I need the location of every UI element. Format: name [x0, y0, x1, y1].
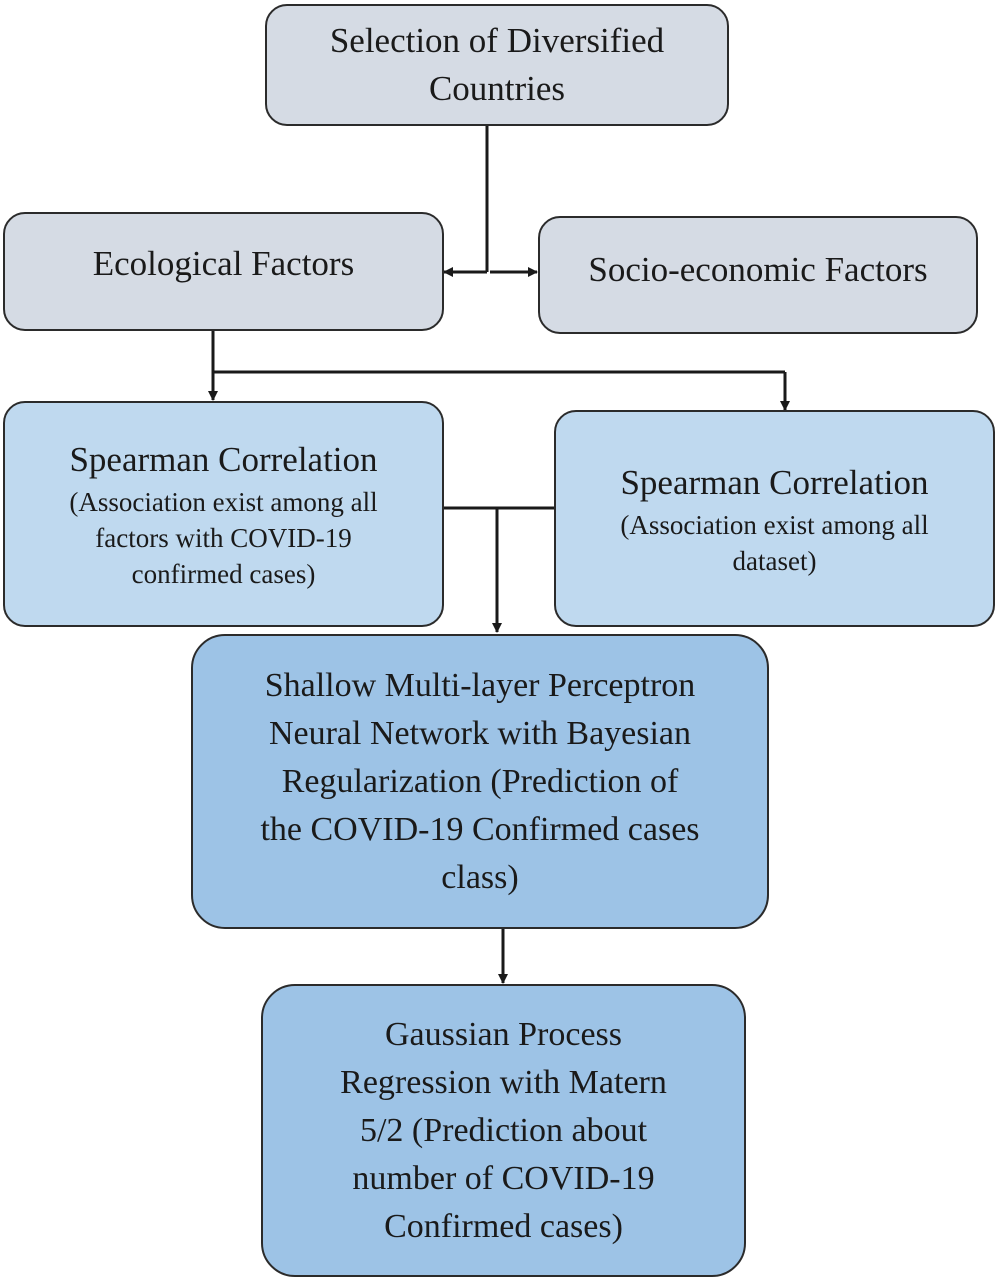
socioeconomic-factors-label: Socio-economic Factors [588, 250, 928, 289]
gpr-line-2: Regression with Matern [340, 1063, 667, 1101]
mlp-line-3: Regularization (Prediction of [281, 762, 679, 800]
mlp-line-1: Shallow Multi-layer Perceptron [264, 666, 696, 704]
ecological-factors-box: Ecological Factors [3, 212, 444, 331]
spearman-right-title: Spearman Correlation [620, 462, 929, 502]
spearman-left-line-2: factors with COVID-19 [95, 523, 352, 553]
spearman-left-title: Spearman Correlation [69, 440, 378, 479]
ecological-factors-label: Ecological Factors [92, 243, 355, 283]
gpr-line-4: number of COVID-19 [352, 1159, 655, 1197]
gpr-line-3: 5/2 (Prediction about [359, 1111, 648, 1149]
gpr-line-5: Confirmed cases) [384, 1207, 623, 1245]
selection-box: Selection of Diversified Countries [265, 4, 729, 126]
mlp-line-5: class) [441, 858, 519, 896]
spearman-left-line-3: confirmed cases) [131, 559, 316, 589]
gpr-box: Gaussian Process Regression with Matern … [261, 984, 746, 1277]
selection-line-1: Selection of Diversified [329, 21, 665, 60]
mlp-line-4: the COVID-19 Confirmed cases [260, 810, 700, 848]
spearman-left-line-1: (Association exist among all [69, 487, 378, 517]
spearman-right-line-1: (Association exist among all [620, 509, 929, 540]
spearman-right-box: Spearman Correlation (Association exist … [554, 410, 995, 627]
spearman-right-line-2: dataset) [732, 545, 817, 576]
selection-line-2: Countries [428, 69, 566, 108]
mlp-box: Shallow Multi-layer Perceptron Neural Ne… [191, 634, 769, 929]
mlp-line-2: Neural Network with Bayesian [268, 714, 692, 752]
gpr-line-1: Gaussian Process [384, 1015, 623, 1053]
socioeconomic-factors-box: Socio-economic Factors [538, 216, 978, 334]
spearman-left-box: Spearman Correlation (Association exist … [3, 401, 444, 627]
